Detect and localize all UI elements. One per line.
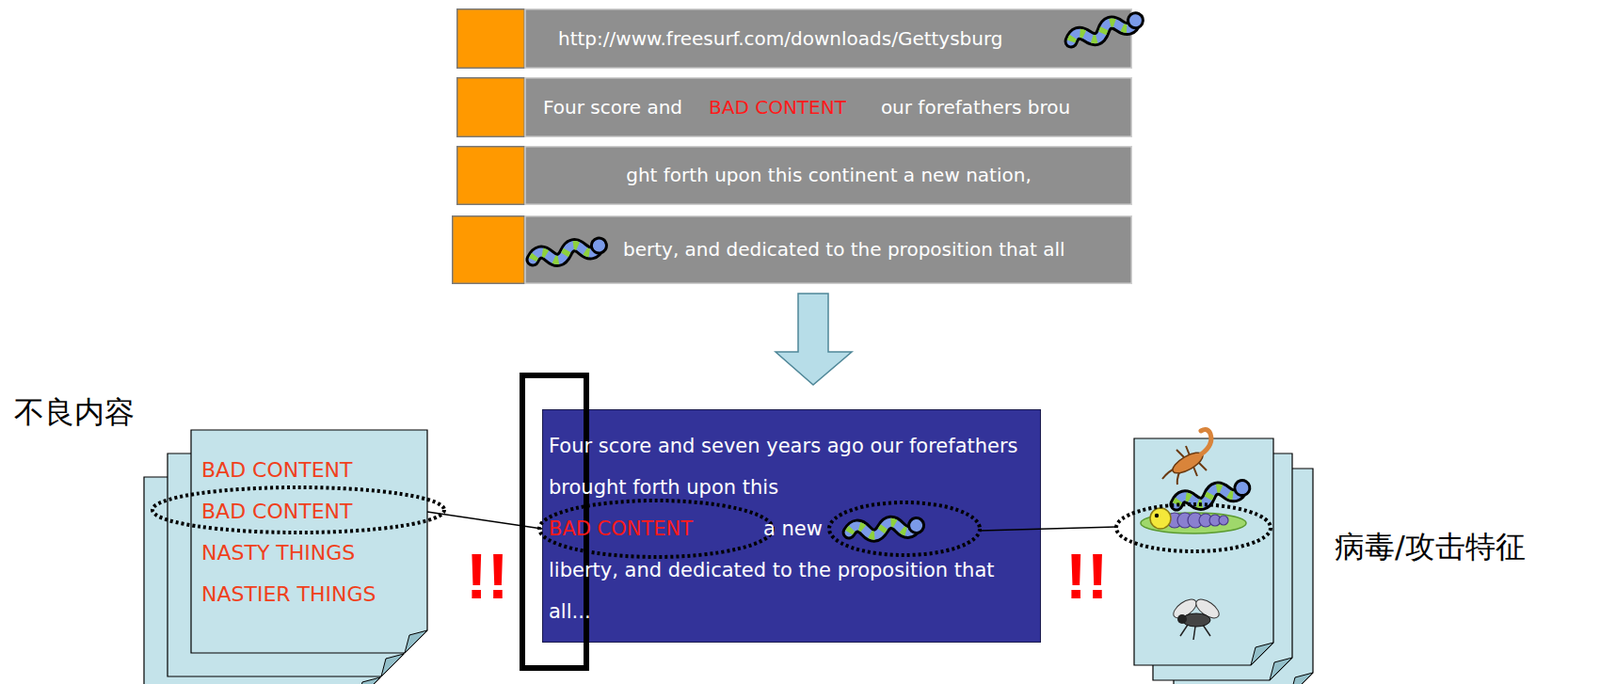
alert-mark: !! xyxy=(1065,541,1108,612)
packet-header xyxy=(457,78,526,138)
packet-text: ght forth upon this continent a new nati… xyxy=(625,163,1032,188)
packet-text: our forefathers brou xyxy=(880,96,1071,120)
content-text: BAD CONTENT xyxy=(201,491,352,533)
packet-header xyxy=(457,9,526,69)
page-fold xyxy=(404,630,428,654)
packet-text: http://www.freesurf.com/downloads/Gettys… xyxy=(558,27,1004,51)
caterpillar-icon xyxy=(1140,508,1247,534)
caterpillar-head xyxy=(1150,508,1171,529)
packet-text: Four score and xyxy=(543,96,683,120)
packet-payload xyxy=(525,216,1132,285)
caterpillar-segment xyxy=(1218,515,1229,526)
fly-head xyxy=(1177,614,1187,624)
stream-text: BAD CONTENT xyxy=(548,508,693,550)
packet-row: Four score and BAD CONTENT our forefathers… xyxy=(456,77,1133,138)
scorpion-tail xyxy=(1200,430,1212,455)
packet-header xyxy=(452,216,526,285)
scorpion-legs xyxy=(1162,446,1207,485)
packet-row: http://www.freesurf.com/downloads/Gettys… xyxy=(456,8,1133,69)
packet-payload xyxy=(525,9,1132,69)
stream-box-fill xyxy=(543,410,1041,643)
stream-box: Four score and seven years ago our foref… xyxy=(542,409,1041,643)
packet-text: berty, and dedicated to the proposition … xyxy=(623,238,1066,262)
fly-icon xyxy=(1170,595,1223,640)
match-connector xyxy=(427,512,543,529)
stream-text: Four score and seven years ago our foref… xyxy=(548,425,1034,509)
group-label: 不良内容 xyxy=(14,396,135,430)
content-text: BAD CONTENT xyxy=(201,449,352,492)
page-fold xyxy=(357,677,381,684)
down-arrow xyxy=(775,293,852,385)
alert-mark: !! xyxy=(465,541,509,612)
packet-row: ght forth upon this continent a new nati… xyxy=(456,145,1133,206)
packet-header xyxy=(457,146,526,206)
caterpillar-eye xyxy=(1154,513,1159,518)
stream-text: a new xyxy=(763,508,823,550)
packet-text: BAD CONTENT xyxy=(708,96,847,120)
stream-text: liberty, and dedicated to the propositio… xyxy=(548,549,1034,633)
content-page: BAD CONTENTBAD CONTENTNASTY THINGSNASTIE… xyxy=(191,430,428,654)
packet-row: berty, and dedicated to the proposition … xyxy=(451,215,1133,285)
page-fold xyxy=(1250,642,1274,666)
packet-payload xyxy=(525,78,1132,138)
match-ellipse xyxy=(1116,504,1271,552)
scorpion-icon xyxy=(1162,430,1212,485)
content-page xyxy=(191,430,428,654)
page-fold xyxy=(1290,672,1313,684)
page-fold xyxy=(381,654,404,677)
page-fold xyxy=(1269,657,1293,681)
packet-payload xyxy=(525,146,1132,206)
group-label: 病毒/攻击特征 xyxy=(1334,530,1526,564)
content-text: NASTIER THINGS xyxy=(201,574,377,616)
content-text: NASTY THINGS xyxy=(201,532,355,575)
